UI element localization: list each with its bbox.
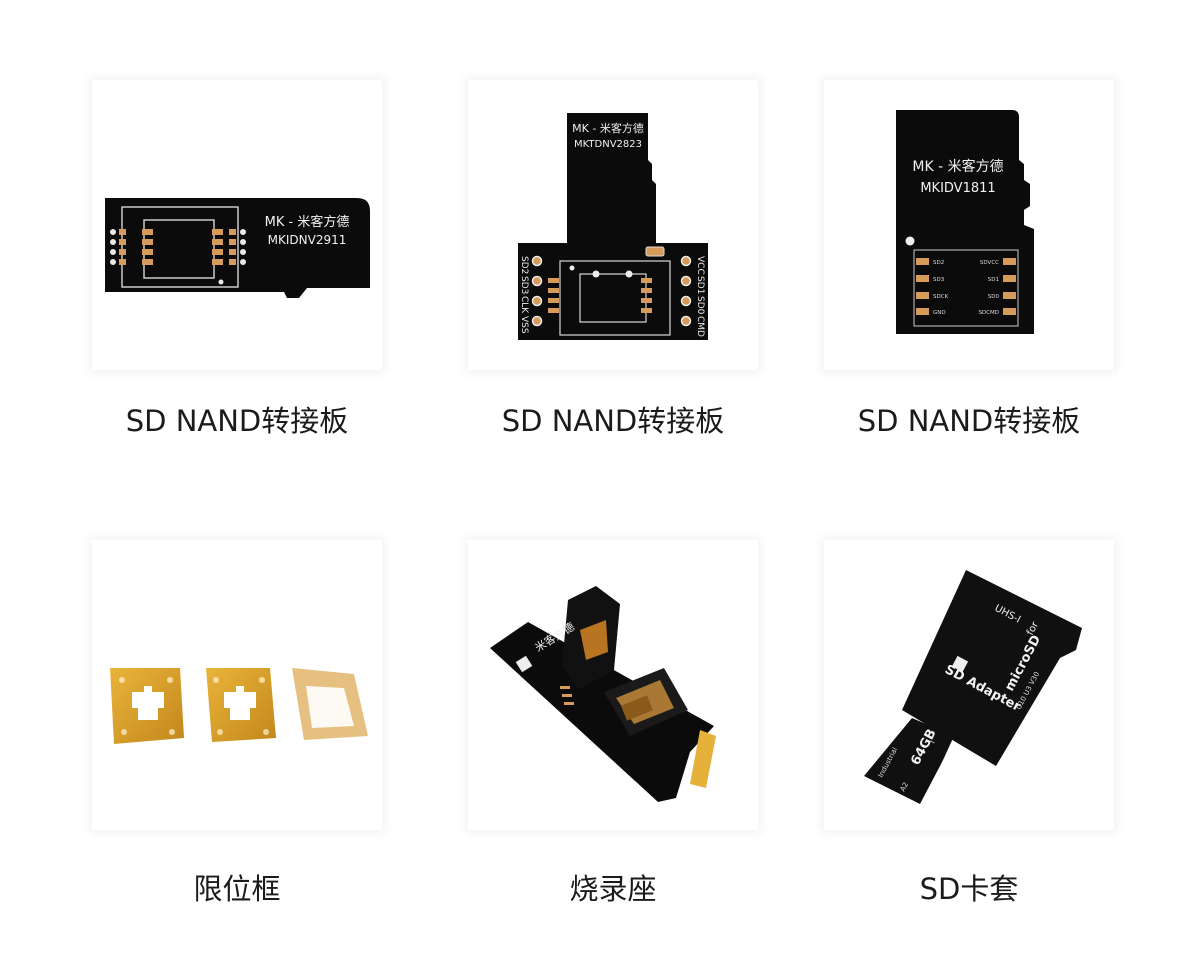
pin-label-sd2: SD2 (519, 256, 529, 274)
pin-label-sd2: SD2 (933, 260, 944, 266)
pin-label-sd0: SD0 (695, 296, 705, 315)
board-brand-text: MK - 米客方德 (572, 121, 644, 135)
product-name-3[interactable]: SD NAND转接板 (857, 404, 1081, 438)
board-model-text: MKIDNV2911 (268, 233, 347, 247)
product-name-2[interactable]: SD NAND转接板 (501, 404, 725, 438)
product-card-1[interactable]: MK - 米客方德 MKIDNV2911 (92, 80, 382, 370)
sd-nand-sd-shaped-image: MK - 米客方德 MKIDV1811 SD2 SD3 SDCK GND SDV… (896, 110, 1034, 334)
board-model-text: MKIDV1811 (920, 181, 995, 196)
pin-label-gnd: GND (933, 310, 946, 316)
limit-frame-image (110, 668, 368, 744)
board-brand-text: MK - 米客方德 (912, 158, 1003, 175)
pin-label-sd3: SD3 (933, 277, 945, 283)
product-card-2[interactable]: MK - 米客方德 MKTDNV2823 SD2 SD3 CLK VSS VCC… (468, 80, 758, 370)
sd-nand-adapter-long-image: MK - 米客方德 MKIDNV2911 (105, 198, 370, 298)
pin-label-sd0: SD0 (988, 294, 1000, 300)
product-name-5[interactable]: 烧录座 (569, 872, 657, 906)
pin-label-sd3: SD3 (519, 276, 529, 294)
pin-label-sdcmd: SDCMD (978, 310, 999, 316)
product-name-1[interactable]: SD NAND转接板 (125, 404, 349, 438)
pin-label-sdvcc: SDVCC (980, 260, 999, 266)
board-brand-text: MK - 米客方德 (265, 214, 350, 230)
board-model-text: MKTDNV2823 (574, 139, 642, 150)
pin-label-sd1: SD1 (988, 277, 999, 283)
sd-nand-adapter-t-image: MK - 米客方德 MKTDNV2823 SD2 SD3 CLK VSS VCC… (518, 113, 708, 340)
microsd-class-text: A2 (899, 781, 910, 793)
pin-label-sdck: SDCK (933, 294, 949, 300)
product-card-3[interactable]: MK - 米客方德 MKIDV1811 SD2 SD3 SDCK GND SDV… (824, 80, 1114, 370)
pin-label-clk: CLK (519, 296, 529, 314)
product-name-4[interactable]: 限位框 (193, 872, 281, 906)
pin-label-sd1: SD1 (695, 276, 705, 294)
pin-label-cmd: CMD (695, 316, 705, 337)
burn-in-socket-image: 米客方德 (490, 586, 716, 802)
product-card-6[interactable]: UHS-I for microSD C10 U3 V30 SD Adapter … (824, 540, 1114, 830)
product-name-6[interactable]: SD卡套 (919, 872, 1019, 906)
product-card-4[interactable] (92, 540, 382, 830)
sd-card-adapter-image: UHS-I for microSD C10 U3 V30 SD Adapter … (864, 570, 1082, 804)
microsd-uhs-text: I (929, 739, 937, 745)
pin-label-vcc: VCC (695, 256, 705, 275)
product-card-5[interactable]: 米客方德 (468, 540, 758, 830)
pin-label-vss: VSS (519, 316, 529, 334)
